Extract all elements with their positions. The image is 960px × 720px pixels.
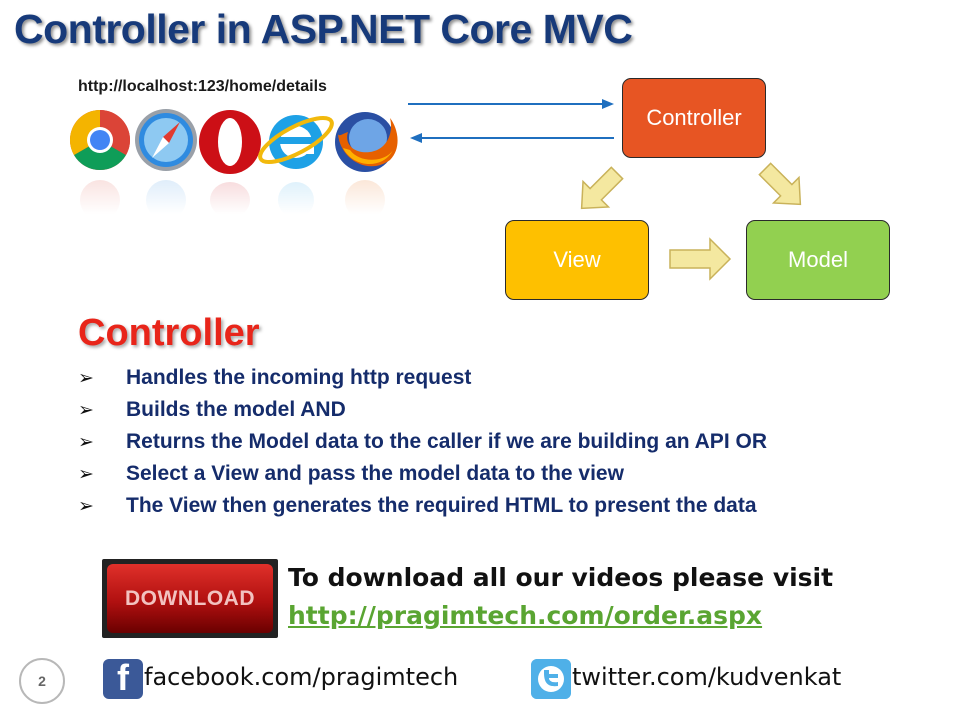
order-link[interactable]: http://pragimtech.com/order.aspx <box>288 601 763 630</box>
model-label: Model <box>788 247 848 272</box>
model-box: Model <box>746 220 890 300</box>
chrome-icon <box>69 109 131 171</box>
twitter-link[interactable]: twitter.com/kudvenkat <box>572 663 842 691</box>
section-heading: Controller <box>78 312 260 354</box>
slide-number: 2 <box>19 658 65 704</box>
controller-label: Controller <box>646 105 742 130</box>
bullet-item: ➢ Returns the Model data to the caller i… <box>78 426 767 458</box>
bullet-arrow-icon: ➢ <box>78 463 94 485</box>
download-label: DOWNLOAD <box>125 586 255 610</box>
view-box: View <box>505 220 649 300</box>
twitter-icon[interactable] <box>531 659 571 699</box>
browser-logos <box>68 109 408 214</box>
bullet-item: ➢ The View then generates the required H… <box>78 490 767 522</box>
bullet-list: ➢ Handles the incoming http request ➢ Bu… <box>78 362 767 522</box>
bullet-text: Select a View and pass the model data to… <box>126 462 624 485</box>
firefox-icon <box>335 112 398 172</box>
bullet-arrow-icon: ➢ <box>78 399 94 421</box>
bullet-item: ➢ Select a View and pass the model data … <box>78 458 767 490</box>
request-arrow <box>408 99 614 109</box>
download-button[interactable]: DOWNLOAD <box>102 559 278 638</box>
response-arrow <box>410 133 614 143</box>
view-label: View <box>553 247 601 272</box>
bullet-text: Builds the model AND <box>126 398 346 421</box>
controller-to-view-arrow <box>580 166 624 210</box>
bullet-arrow-icon: ➢ <box>78 367 94 389</box>
request-url: http://localhost:123/home/details <box>78 78 327 95</box>
opera-icon <box>199 110 261 174</box>
bullet-item: ➢ Builds the model AND <box>78 394 767 426</box>
controller-box: Controller <box>622 78 766 158</box>
safari-icon <box>135 109 197 171</box>
bullet-text: Returns the Model data to the caller if … <box>126 430 767 453</box>
view-to-model-arrow <box>669 237 732 281</box>
bullet-arrow-icon: ➢ <box>78 495 94 517</box>
bullet-text: The View then generates the required HTM… <box>126 494 757 517</box>
bullet-item: ➢ Handles the incoming http request <box>78 362 767 394</box>
download-prompt: To download all our videos please visit <box>288 563 834 592</box>
slide-title: Controller in ASP.NET Core MVC <box>14 6 633 52</box>
facebook-icon[interactable]: f <box>103 659 143 699</box>
facebook-link[interactable]: facebook.com/pragimtech <box>144 663 459 691</box>
internet-explorer-icon <box>258 115 334 169</box>
controller-to-model-arrow <box>758 162 802 206</box>
download-button-face[interactable]: DOWNLOAD <box>107 564 273 633</box>
bullet-arrow-icon: ➢ <box>78 431 94 453</box>
bullet-text: Handles the incoming http request <box>126 366 472 389</box>
